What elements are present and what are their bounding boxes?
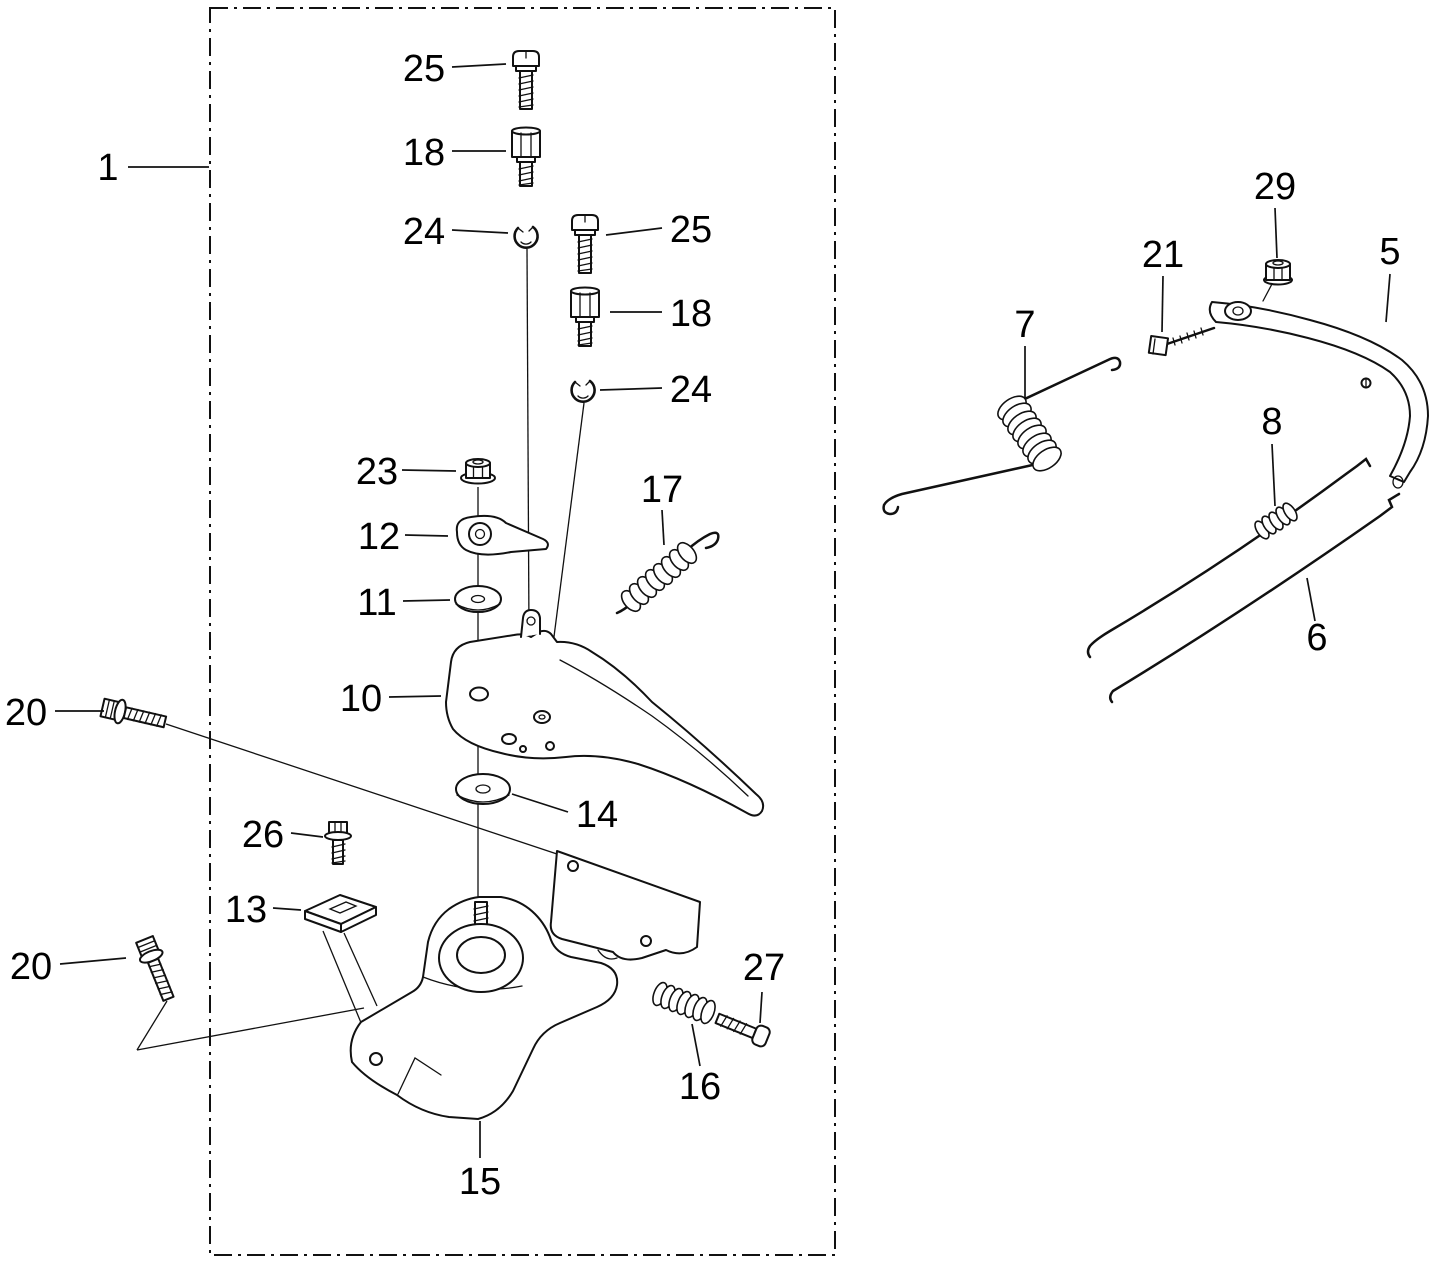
part-flange-nut-23 [460, 458, 496, 485]
leader-24-right [599, 387, 663, 391]
part-bolt-26 [324, 821, 352, 865]
leader-6 [1306, 577, 1316, 622]
part-standoff-18-right [570, 286, 600, 347]
part-spring-17 [615, 531, 720, 615]
callout-7-label: 7 [1014, 304, 1035, 346]
callout-13-label: 13 [225, 889, 267, 931]
leader-5 [1385, 273, 1391, 323]
leader-lines [55, 63, 1391, 1158]
callout-15-label: 15 [459, 1161, 501, 1203]
callout-18-right-label: 18 [670, 293, 712, 335]
assembly-group-border [209, 7, 836, 1256]
callout-17-label: 17 [641, 469, 683, 511]
leader-29 [1274, 207, 1278, 259]
part-clamp-plate-13 [304, 894, 377, 933]
part-spring-16 [652, 981, 716, 1025]
leader-25-top [451, 63, 507, 68]
part-rubber-mount-15 [438, 901, 524, 993]
callout-20-lower-label: 20 [10, 946, 52, 988]
callout-6-label: 6 [1306, 617, 1327, 659]
part-swivel-screw-21 [1147, 326, 1216, 357]
part-bolt-20-upper [98, 694, 169, 735]
part-eclip-24-right [570, 379, 596, 403]
callout-25-right-label: 25 [670, 209, 712, 251]
part-base-plate-15 [349, 850, 701, 1120]
leader-24-top [451, 229, 509, 234]
callout-21-label: 21 [1142, 234, 1184, 276]
part-washer-14 [455, 773, 511, 805]
callout-5-label: 5 [1379, 231, 1400, 273]
callout-10-label: 10 [340, 678, 382, 720]
part-rod-6-lower [1109, 492, 1401, 704]
part-lever-plate-12 [455, 514, 549, 556]
callout-18-top-label: 18 [403, 132, 445, 174]
part-bolt-20-lower [132, 933, 181, 1005]
leader-21 [1161, 275, 1164, 333]
part-control-bracket-10 [445, 609, 765, 817]
leader-14 [511, 793, 569, 813]
part-standoff-18-top [511, 126, 541, 187]
part-screw-25-right [571, 214, 599, 274]
callout-24-top-label: 24 [403, 211, 445, 253]
callout-14-label: 14 [576, 794, 618, 836]
callout-25-top-label: 25 [403, 48, 445, 90]
part-washer-11 [454, 585, 502, 613]
leader-20-lower [59, 957, 127, 965]
leader-25-right [605, 227, 663, 236]
callout-29-label: 29 [1254, 166, 1296, 208]
callout-12-label: 12 [358, 516, 400, 558]
callout-26-label: 26 [242, 814, 284, 856]
callout-11-label: 11 [357, 582, 396, 624]
leader-13 [272, 907, 302, 911]
leader-16 [691, 1023, 701, 1067]
callout-27-label: 27 [743, 947, 785, 989]
part-spring-7 [882, 356, 1122, 516]
callout-labels: 1 25 18 24 25 18 24 23 12 11 17 10 14 20… [5, 48, 1401, 1203]
callout-16-label: 16 [679, 1066, 721, 1108]
part-eclip-24-top [513, 225, 539, 249]
leader-23 [401, 469, 457, 472]
part-rod-6-upper [1086, 457, 1372, 659]
part-screw-25-top [512, 50, 540, 110]
part-flange-nut-29 [1263, 259, 1293, 286]
leader-10 [388, 695, 442, 698]
callout-1-label: 1 [97, 147, 118, 189]
callout-20-upper-label: 20 [5, 692, 47, 734]
leader-17 [661, 509, 665, 546]
part-spring-8 [1254, 502, 1298, 540]
leader-12 [404, 534, 449, 537]
callout-23-label: 23 [356, 451, 398, 493]
leader-8 [1271, 443, 1276, 507]
leader-11 [402, 599, 451, 602]
callout-8-label: 8 [1261, 401, 1282, 443]
leader-26 [290, 832, 324, 838]
callout-24-right-label: 24 [670, 369, 712, 411]
part-throttle-lever-5 [1208, 283, 1429, 489]
leader-27 [759, 991, 763, 1024]
part-screw-27 [714, 1012, 771, 1048]
